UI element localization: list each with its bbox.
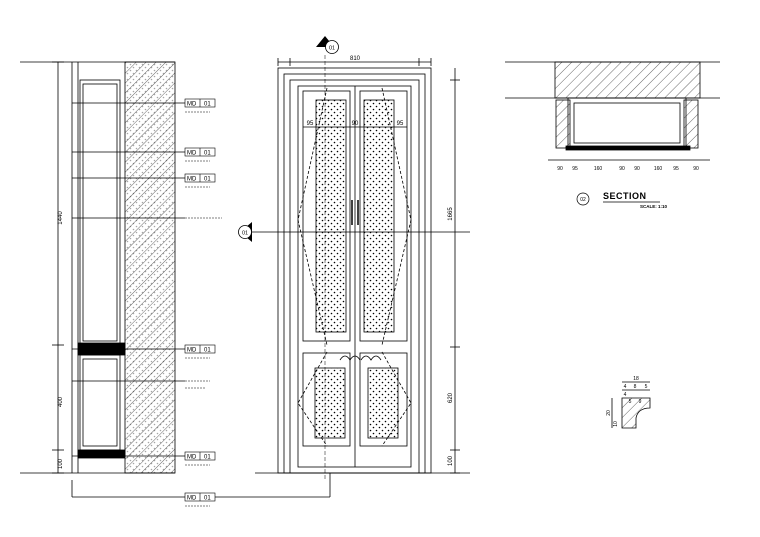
svg-text:01: 01 — [204, 496, 211, 502]
svg-text:95: 95 — [572, 166, 578, 172]
svg-text:90: 90 — [557, 166, 563, 172]
svg-text:8: 8 — [634, 384, 637, 390]
height-dim-base: 100 — [448, 455, 454, 466]
height-dim-lower: 620 — [448, 392, 454, 403]
svg-text:9: 9 — [639, 399, 642, 405]
section-dimension-labels: 90 95 160 90 90 160 95 90 — [557, 166, 699, 172]
section-title-marker — [576, 192, 590, 206]
lower-right-frame — [359, 352, 408, 447]
lower-panel-inner — [82, 358, 118, 447]
section-marker-top: 01 — [316, 36, 339, 54]
swing-line-left — [297, 87, 328, 346]
upper-panel-section — [79, 79, 121, 346]
center-dim: 90 — [352, 121, 359, 127]
section-title: SECTION — [603, 191, 647, 201]
door-frame-inner — [289, 79, 420, 474]
stile-dim-right: 95 — [397, 121, 404, 127]
swing-line-right — [381, 87, 412, 346]
door-leaf — [297, 85, 412, 468]
section-inner — [573, 102, 681, 144]
svg-text:90: 90 — [634, 166, 640, 172]
material-tag: MD 01 — [184, 451, 216, 466]
stile-dim-left: 95 — [307, 121, 314, 127]
section-outline — [567, 97, 687, 149]
svg-text:4: 4 — [624, 392, 627, 398]
ceiling-hatch — [554, 61, 701, 99]
door-frame-outer — [277, 67, 432, 474]
upper-left-frame — [302, 90, 351, 342]
svg-text:90: 90 — [619, 166, 625, 172]
width-dim: 810 — [350, 56, 361, 62]
svg-text:160: 160 — [654, 166, 663, 172]
svg-text:10: 10 — [613, 421, 619, 427]
svg-text:MD: MD — [187, 177, 197, 183]
svg-text:95: 95 — [673, 166, 679, 172]
front-elevation — [252, 55, 470, 480]
upper-right-panel — [363, 99, 395, 333]
svg-text:MD: MD — [187, 348, 197, 354]
height-dim-lower: 400 — [58, 396, 64, 407]
bottom-rail-section — [77, 449, 126, 459]
svg-text:01: 01 — [204, 151, 211, 157]
material-tag: MD 01 — [184, 344, 216, 359]
side-section-view — [20, 61, 331, 498]
svg-text:01: 01 — [242, 231, 248, 237]
lower-panel-section — [79, 354, 121, 451]
svg-text:20: 20 — [606, 410, 612, 416]
material-tag: MD 01 — [184, 492, 216, 507]
side-dimension-labels: 1440 400 100 — [58, 211, 64, 469]
left-jamb — [555, 99, 571, 149]
svg-text:MD: MD — [187, 102, 197, 108]
material-tag: MD 01 — [184, 173, 216, 188]
svg-text:18: 18 — [633, 376, 639, 382]
svg-text:5: 5 — [645, 384, 648, 390]
front-dimension-labels: 810 95 90 95 1665 620 100 — [307, 56, 454, 466]
upper-panel-inner — [82, 83, 118, 342]
svg-text:160: 160 — [594, 166, 603, 172]
svg-text:5: 5 — [629, 399, 632, 405]
svg-text:MD: MD — [187, 496, 197, 502]
section-title-block: 02 SECTION SCALE: 1:10 — [576, 191, 668, 209]
height-dim-base: 100 — [58, 458, 64, 469]
carving-ornament-left — [339, 355, 361, 361]
material-tags: MD 01 MD 01 MD 01 MD 01 MD 01 — [184, 98, 222, 507]
svg-text:MD: MD — [187, 455, 197, 461]
moulding-profile — [611, 381, 651, 429]
upper-right-frame — [359, 90, 408, 342]
material-tag: MD 01 — [184, 98, 216, 113]
section-scale: SCALE: 1:10 — [640, 204, 668, 209]
svg-text:02: 02 — [580, 197, 586, 203]
lower-left-panel — [314, 367, 346, 439]
svg-text:01: 01 — [329, 46, 335, 52]
svg-text:MD: MD — [187, 151, 197, 157]
material-tag: MD 01 — [184, 147, 216, 162]
height-dim-upper: 1665 — [448, 207, 454, 221]
height-dim-upper: 1440 — [58, 211, 64, 225]
svg-text:01: 01 — [204, 177, 211, 183]
section-sill — [565, 145, 691, 151]
section-marker-left: 01 — [238, 222, 252, 242]
svg-text:90: 90 — [693, 166, 699, 172]
carving-ornament-right — [360, 355, 382, 361]
right-jamb — [683, 99, 699, 149]
profile-dimension-labels: 18 4 8 5 4 5 9 20 10 — [606, 376, 648, 427]
svg-text:01: 01 — [204, 102, 211, 108]
upper-left-panel — [315, 99, 347, 333]
plan-section-view — [505, 61, 720, 161]
wall-texture — [125, 62, 175, 473]
lower-right-panel — [367, 367, 399, 439]
svg-text:01: 01 — [204, 348, 211, 354]
profile-shape — [621, 397, 651, 429]
svg-text:01: 01 — [204, 455, 211, 461]
svg-text:4: 4 — [624, 384, 627, 390]
